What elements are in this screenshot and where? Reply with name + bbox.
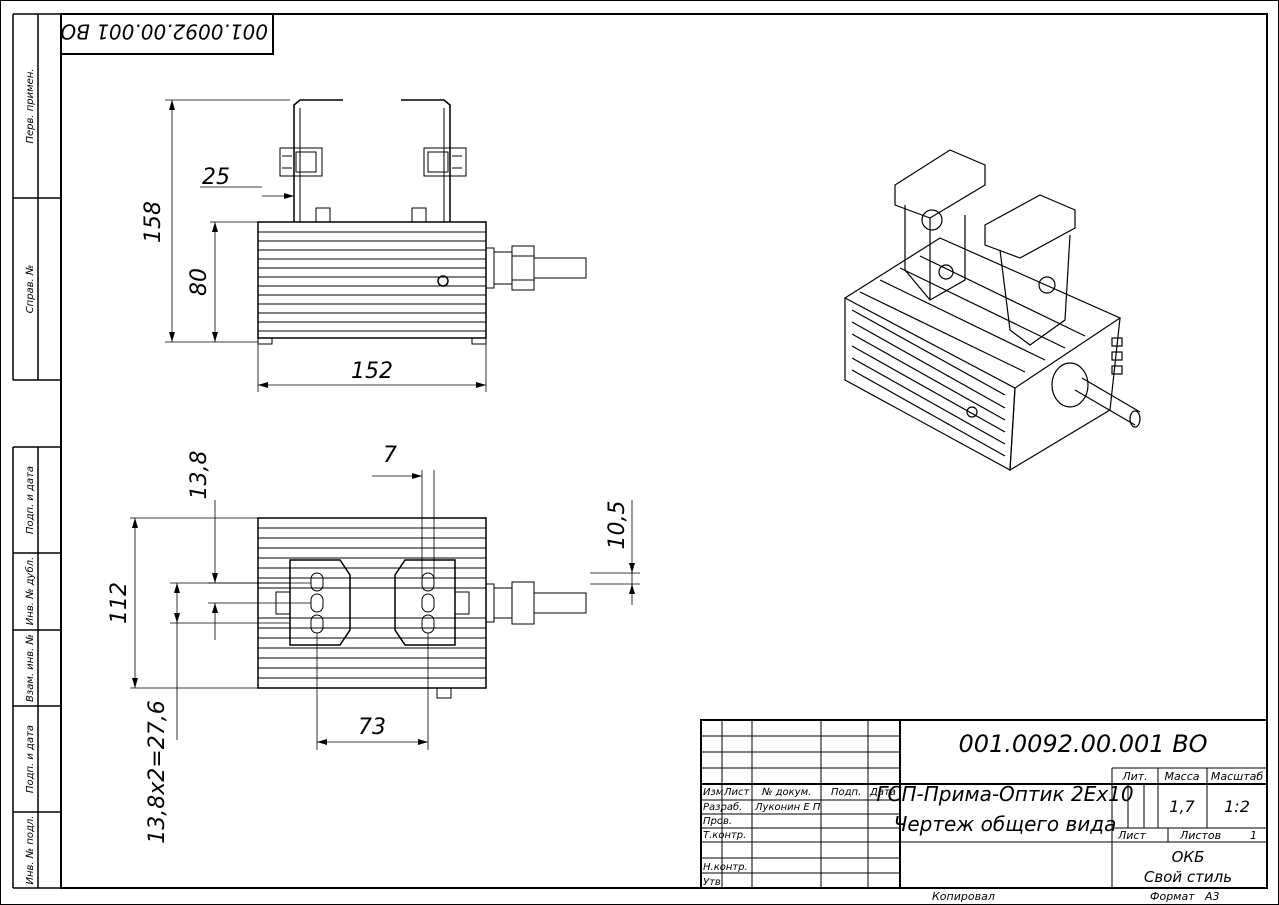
tb-kopiroval: Копировал xyxy=(932,890,995,903)
tb-col-izm: Изм xyxy=(703,787,724,798)
drawing-frame xyxy=(60,13,1268,889)
tb-razrab-name: Луконин Е П xyxy=(754,802,821,813)
dim-13-8: 13,8 xyxy=(187,451,212,500)
tb-massa: Масса xyxy=(1164,770,1199,783)
strip-podp-data-1: Подп. и дата xyxy=(25,466,36,534)
dim-25: 25 xyxy=(202,165,230,190)
tb-org1: ОКБ xyxy=(1172,848,1205,866)
isometric-view xyxy=(843,149,1141,472)
tb-masshtab-val: 1:2 xyxy=(1224,797,1250,816)
tb-nkontr: Н.контр. xyxy=(703,862,748,873)
tb-listov-val: 1 xyxy=(1250,829,1257,842)
top-view xyxy=(257,517,587,699)
tb-col-dokum: № докум. xyxy=(761,787,811,798)
tb-name-line1: ГСП-Прима-Оптик 2Ех10 xyxy=(876,782,1133,806)
tb-format-val: А3 xyxy=(1204,890,1220,903)
left-strip xyxy=(12,13,61,889)
tb-col-list: Лист xyxy=(723,787,751,798)
dim-10-5: 10,5 xyxy=(605,501,630,550)
tb-tkontr: Т.контр. xyxy=(703,830,746,841)
dim-152: 152 xyxy=(351,359,393,384)
strip-perv-primen: Перв. примен. xyxy=(25,68,36,143)
dim-80: 80 xyxy=(187,268,212,296)
tb-utv: Утв. xyxy=(703,877,724,888)
front-view xyxy=(257,99,587,345)
tb-col-data: Дата xyxy=(869,787,896,798)
strip-sprav-no: Справ. № xyxy=(25,265,36,314)
dim-158: 158 xyxy=(141,201,166,243)
tb-lit: Лит. xyxy=(1121,770,1147,783)
arrowheads xyxy=(132,100,635,745)
dim-73: 73 xyxy=(358,715,386,740)
strip-podp-data-2: Подп. и дата xyxy=(25,725,36,793)
top-dims xyxy=(130,470,640,750)
title-block xyxy=(700,719,1268,889)
tb-list-label: Лист xyxy=(1117,829,1146,842)
tb-prov: Пров. xyxy=(703,816,732,827)
strip-vzam-inv: Взам. инв. № xyxy=(25,634,36,702)
dim-7: 7 xyxy=(383,443,397,468)
tb-designation: 001.0092.00.001 ВО xyxy=(958,730,1207,758)
tb-org2: Свой стиль xyxy=(1144,868,1232,886)
dim-13-8x2: 13,8х2=27,6 xyxy=(145,700,170,843)
front-dims xyxy=(165,99,487,392)
code-box xyxy=(60,13,274,55)
dim-112: 112 xyxy=(107,582,132,624)
strip-inv-dubl: Инв. № дубл. xyxy=(24,557,36,625)
tb-massa-val: 1,7 xyxy=(1169,797,1195,816)
tb-masshtab: Масштаб xyxy=(1211,770,1263,783)
tb-razrab: Разраб. xyxy=(703,801,742,813)
rotated-code: 001.0092.00.001 ВО xyxy=(60,20,268,44)
strip-inv-podl: Инв. № подл. xyxy=(25,816,36,885)
tb-col-podp: Подп. xyxy=(831,787,861,798)
tb-listov-label: Листов xyxy=(1179,829,1221,842)
tb-name-line2: Чертеж общего вида xyxy=(894,812,1117,836)
tb-format: Формат xyxy=(1150,890,1195,903)
